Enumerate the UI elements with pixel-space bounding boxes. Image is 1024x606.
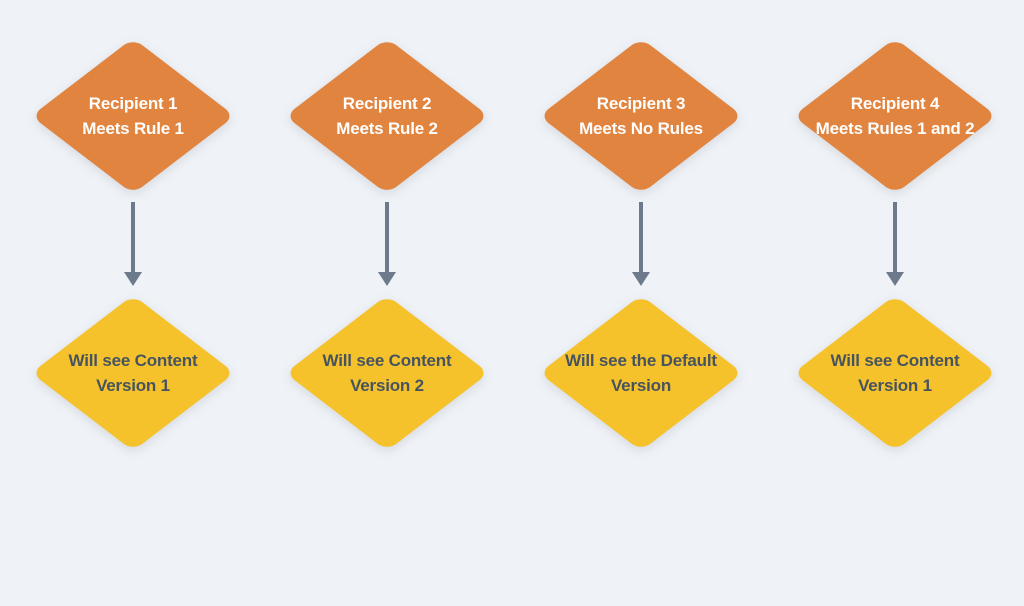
diamond-shape [290, 42, 484, 190]
condition-line: Meets Rules 1 and 2 [815, 119, 975, 138]
result-line: Will see the Default [565, 351, 717, 370]
down-arrow-icon [124, 202, 142, 286]
flowchart: Recipient 1 Meets Rule 1 Will see Conten… [6, 38, 1022, 451]
condition-line: Recipient 1 [88, 94, 178, 113]
diamond-shape [36, 42, 230, 190]
result-line: Will see Content [68, 351, 198, 370]
result-node-1: Will see Content Version 1 [31, 295, 235, 451]
condition-node-4: Recipient 4 Meets Rules 1 and 2 [793, 38, 997, 194]
diamond-shape [36, 299, 230, 447]
flow-column-4: Recipient 4 Meets Rules 1 and 2 Will see… [768, 38, 1022, 451]
down-arrow-icon [886, 202, 904, 286]
condition-line: Recipient 2 [342, 94, 432, 113]
flow-column-3: Recipient 3 Meets No Rules Will see the … [514, 38, 768, 451]
result-line: Will see Content [322, 351, 452, 370]
condition-line: Meets No Rules [579, 119, 703, 138]
result-node-3: Will see the Default Version [539, 295, 743, 451]
diamond-shape [544, 299, 738, 447]
result-node-2: Will see Content Version 2 [285, 295, 489, 451]
result-line: Version 1 [858, 376, 932, 395]
condition-node-2: Recipient 2 Meets Rule 2 [285, 38, 489, 194]
diamond-shape [290, 299, 484, 447]
result-line: Version [610, 376, 672, 395]
result-node-4: Will see Content Version 1 [793, 295, 997, 451]
flow-column-2: Recipient 2 Meets Rule 2 Will see Conten… [260, 38, 514, 451]
diamond-shape [798, 42, 992, 190]
result-line: Version 1 [96, 376, 170, 395]
diamond-shape [544, 42, 738, 190]
condition-line: Recipient 4 [850, 94, 940, 113]
condition-line: Meets Rule 2 [336, 119, 438, 138]
down-arrow-icon [632, 202, 650, 286]
flow-column-1: Recipient 1 Meets Rule 1 Will see Conten… [6, 38, 260, 451]
diamond-shape [798, 299, 992, 447]
condition-line: Recipient 3 [596, 94, 686, 113]
down-arrow-icon [378, 202, 396, 286]
result-line: Will see Content [830, 351, 960, 370]
result-line: Version 2 [350, 376, 424, 395]
condition-node-1: Recipient 1 Meets Rule 1 [31, 38, 235, 194]
condition-node-3: Recipient 3 Meets No Rules [539, 38, 743, 194]
condition-line: Meets Rule 1 [82, 119, 184, 138]
